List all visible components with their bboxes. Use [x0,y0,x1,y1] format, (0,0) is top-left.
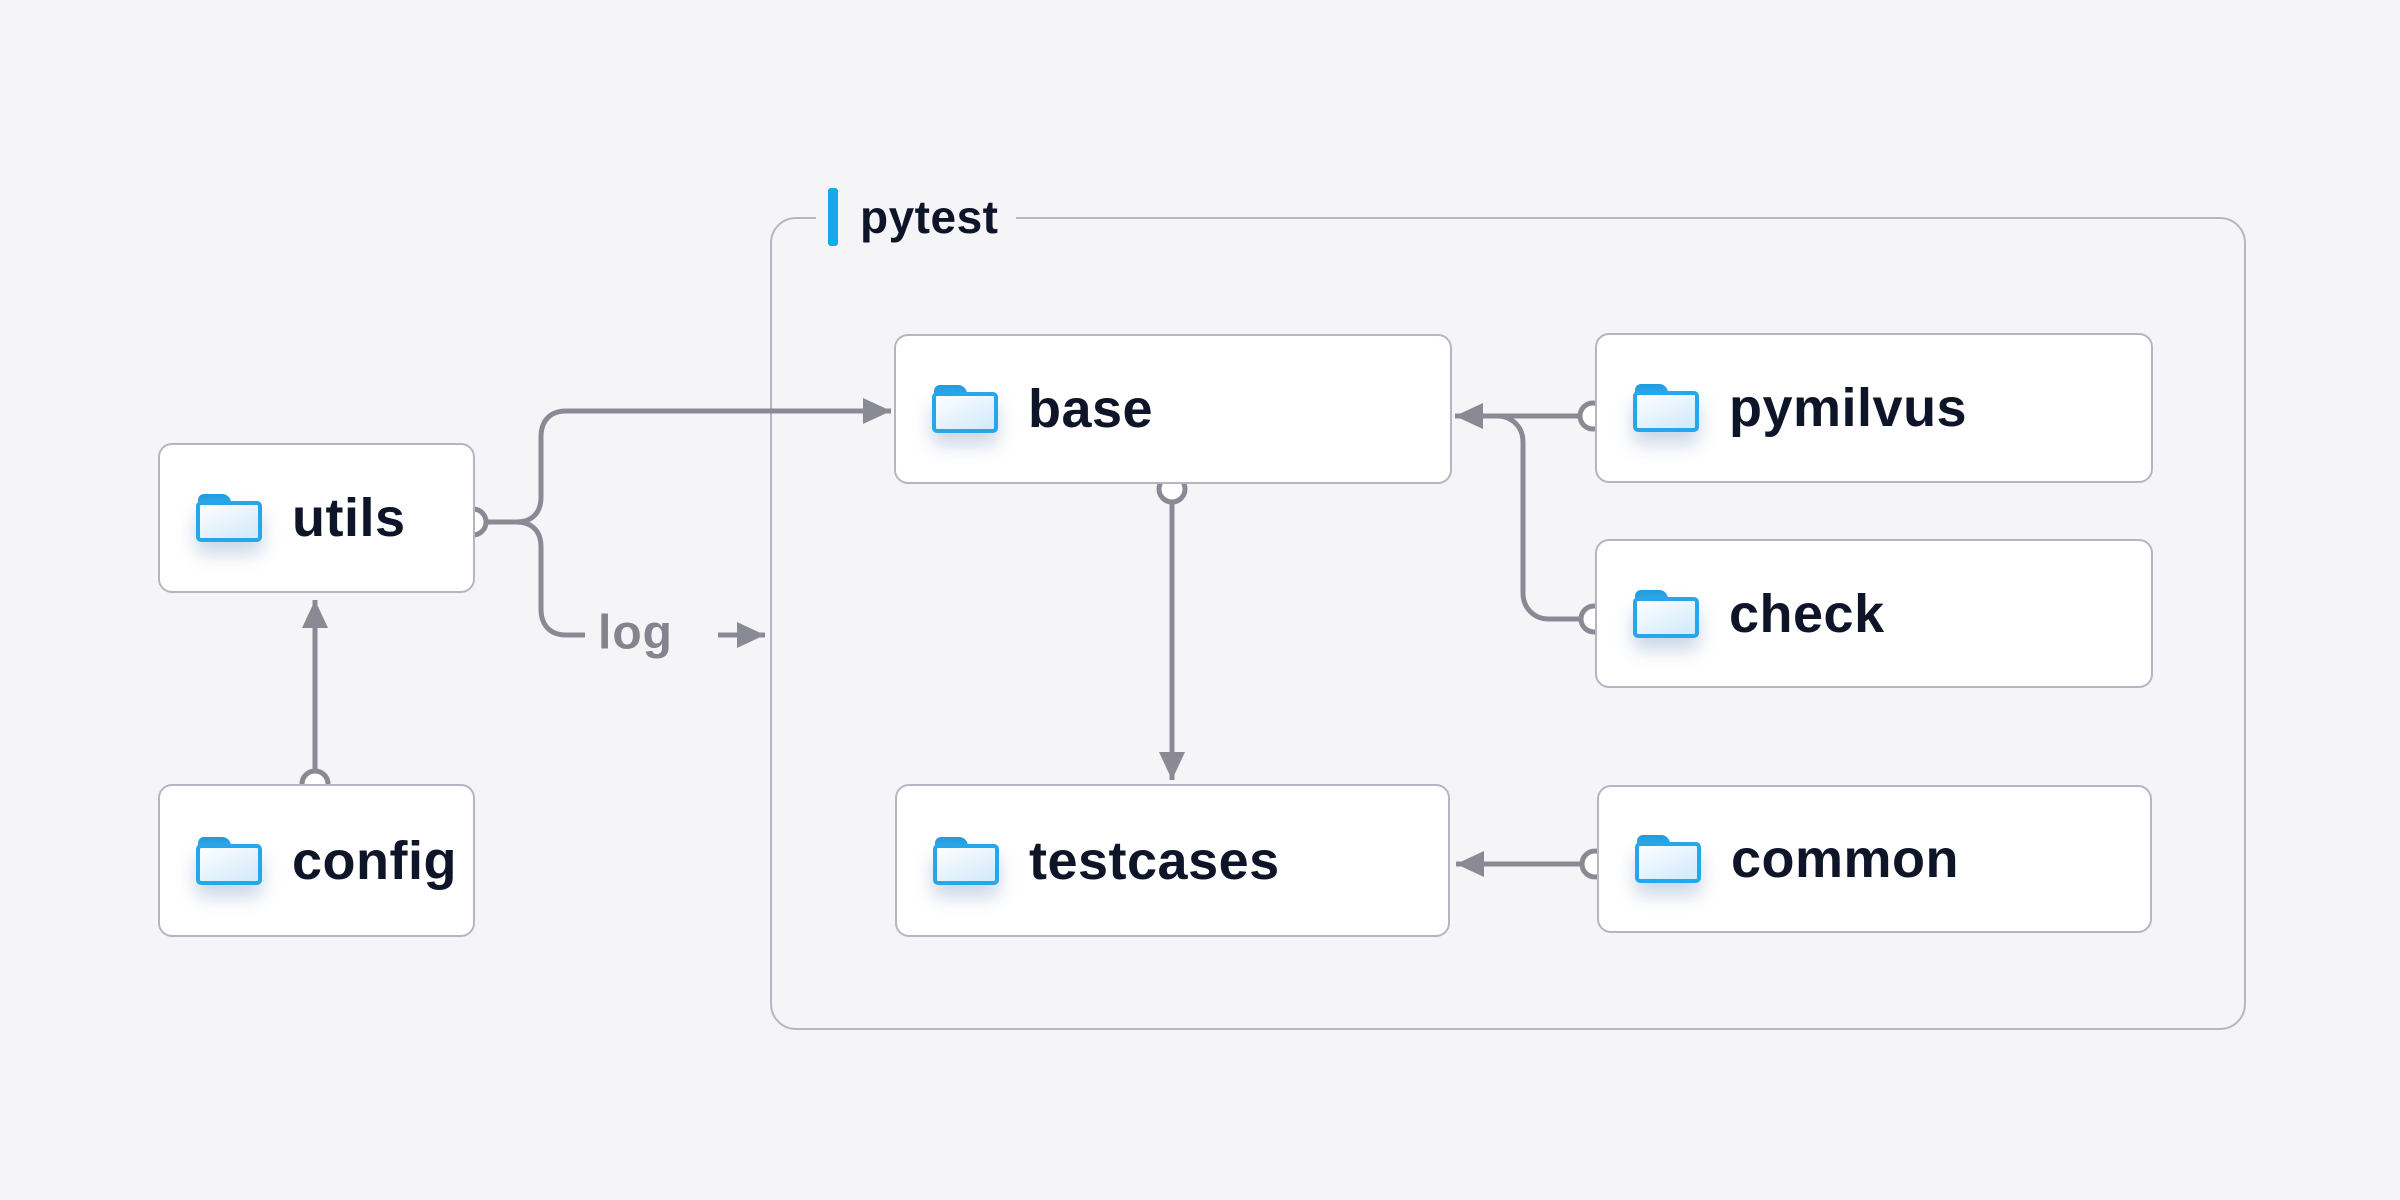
node-label: testcases [1029,830,1280,891]
node-label: utils [292,488,406,548]
edge-check-base [1496,413,1580,622]
folder-icon [933,836,999,885]
node-testcases: testcases [895,784,1450,937]
node-config: config [158,784,475,937]
node-label: config [292,830,457,891]
edge-utils-log [515,519,585,638]
folder-icon [1633,384,1699,432]
accent-bar-icon [828,188,838,246]
edge-utils-base [487,398,891,525]
edge-label-log: log [598,606,673,660]
node-base: base [894,334,1452,484]
folder-icon [1633,589,1699,638]
node-label: check [1729,583,1885,644]
folder-icon [1635,835,1701,883]
node-check: check [1595,539,2153,688]
pytest-group-label: pytest [816,182,1017,252]
node-pymilvus: pymilvus [1595,333,2153,483]
node-label: common [1731,829,1960,889]
node-common: common [1597,785,2152,933]
node-utils: utils [158,443,475,593]
node-label: base [1028,379,1154,439]
node-label: pymilvus [1729,378,1968,438]
pytest-group [770,217,2246,1030]
folder-icon [196,494,262,542]
folder-icon [196,836,262,885]
folder-icon [932,385,998,433]
group-label-text: pytest [860,191,999,243]
